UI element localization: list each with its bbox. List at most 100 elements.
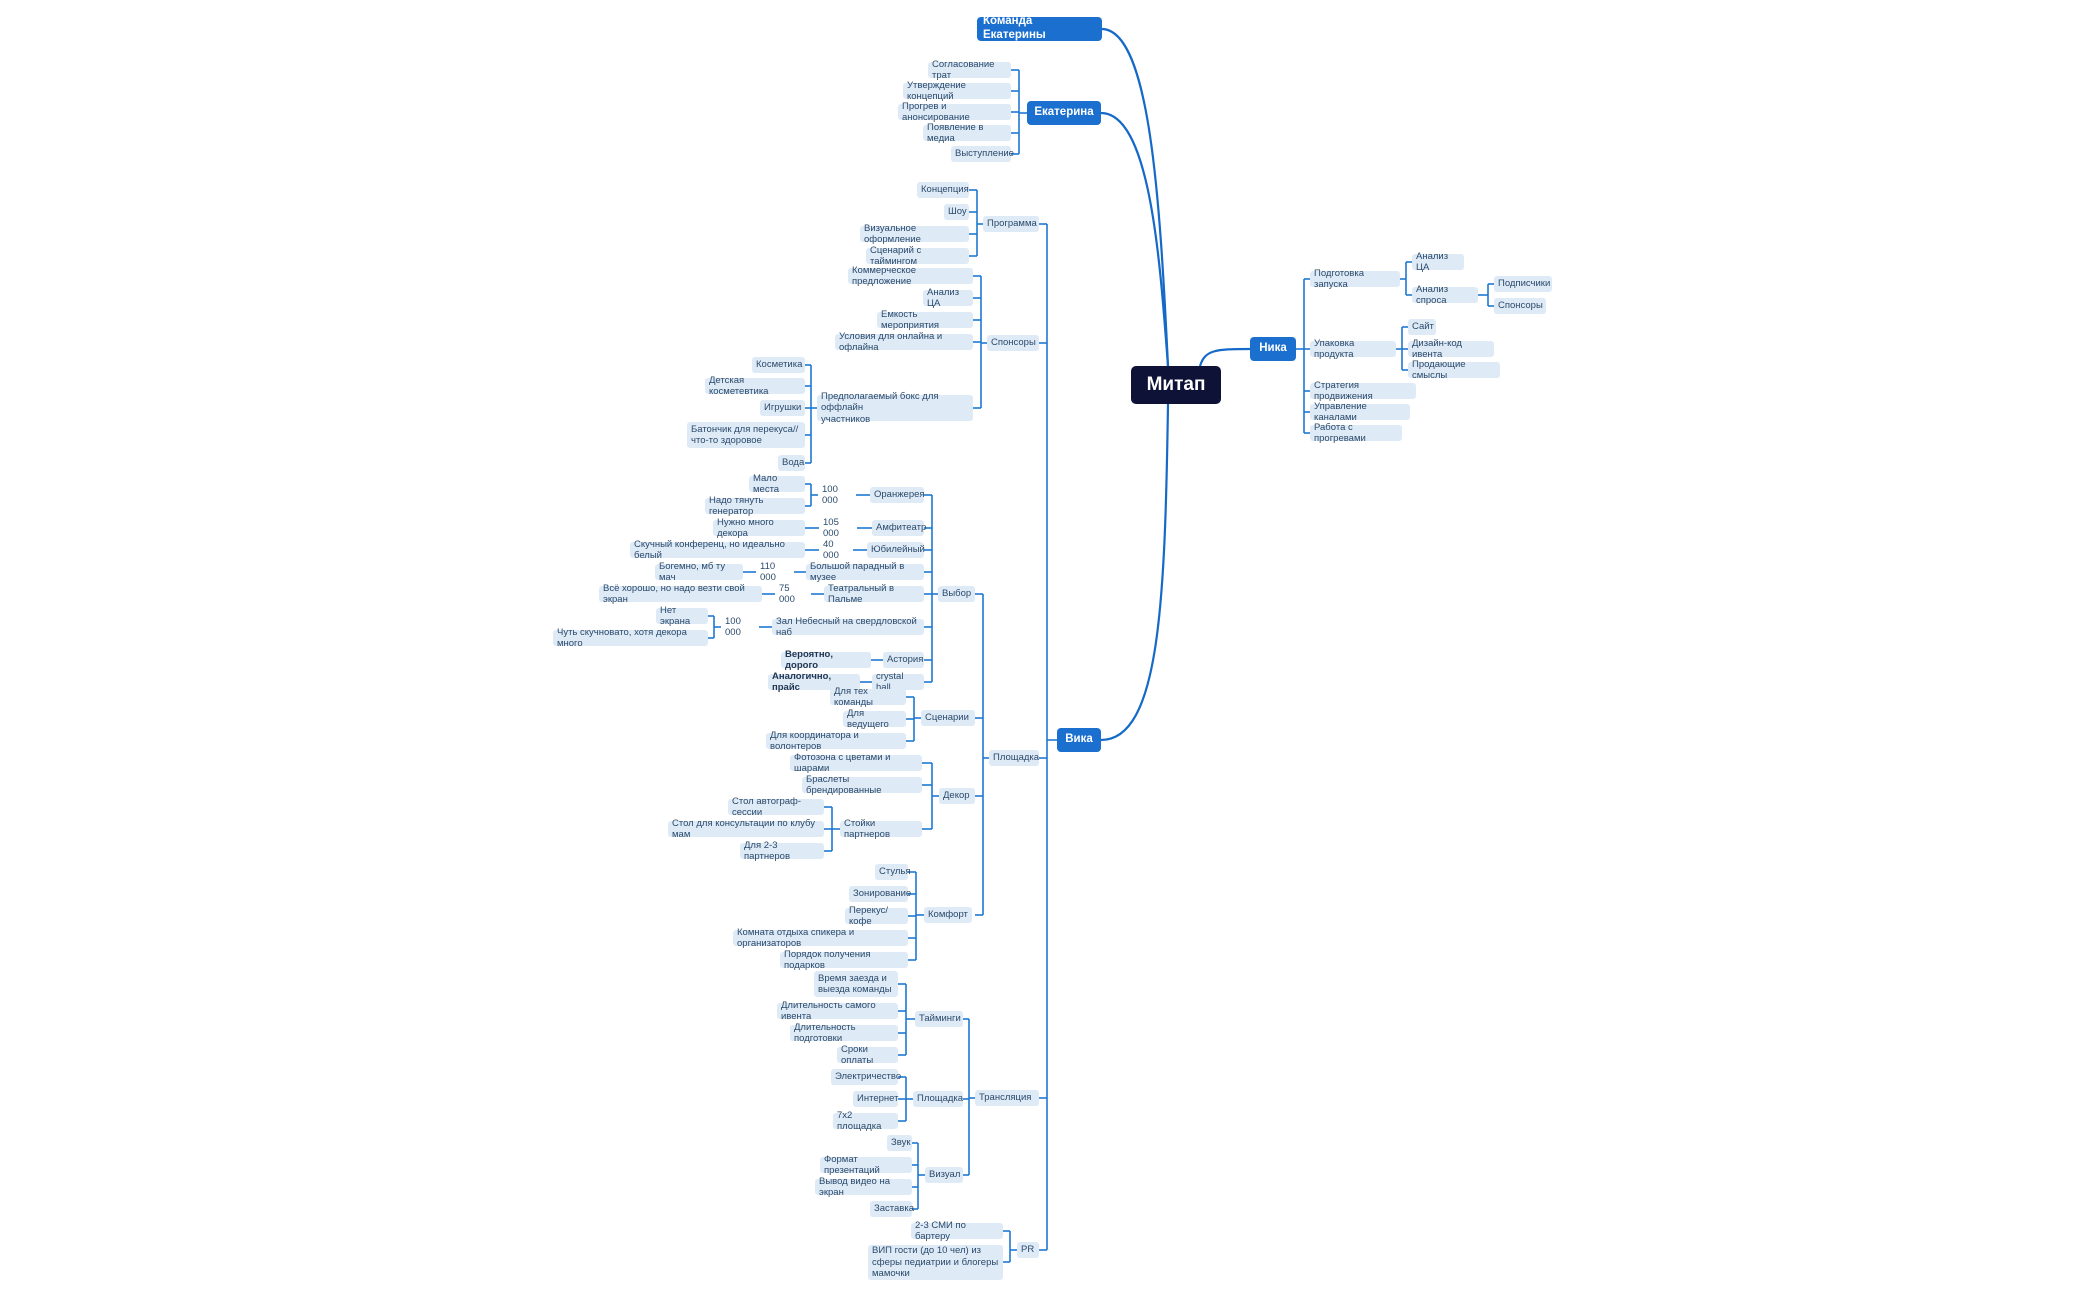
ekaterina-item[interactable]: Выступление (951, 146, 1014, 162)
nika-podgotovka[interactable]: Подготовка запуска (1310, 268, 1400, 290)
box-item[interactable]: Косметика (752, 357, 805, 373)
box-item[interactable]: Вода (778, 455, 805, 471)
sponsors-box[interactable]: Предполагаемый бокс для оффлайн участник… (817, 391, 973, 425)
ekaterina-item[interactable]: Появление в медиа (923, 122, 1011, 144)
branch-ekaterina[interactable]: Екатерина (1027, 101, 1101, 125)
komfort-item[interactable]: Стулья (875, 864, 911, 880)
komfort-item[interactable]: Порядок получения подарков (780, 949, 908, 971)
programma-item[interactable]: Сценарий с таймингом (866, 245, 969, 267)
scenarii-item[interactable]: Для тех команды (830, 686, 906, 708)
taimingi-item[interactable]: Время заезда и выезда команды (814, 971, 898, 997)
venue-note[interactable]: Аналогично, прайс (768, 671, 860, 693)
venue-crystal[interactable]: crystal hall (872, 671, 924, 693)
tr-ploshadka-item[interactable]: Интернет (853, 1091, 898, 1107)
tr-ploshadka-item[interactable]: 7х2 площадка (833, 1110, 898, 1132)
ploshadka-komfort[interactable]: Комфорт (924, 907, 972, 923)
venue-price: 75 000 (779, 582, 795, 605)
tr-ploshadka-item[interactable]: Электричество (831, 1069, 901, 1085)
root-node[interactable]: Митап (1131, 366, 1221, 404)
branch-komanda[interactable]: Команда Екатерины (977, 15, 1102, 41)
nika-dizain[interactable]: Дизайн-код ивента (1408, 338, 1494, 360)
translyaciya-vizual[interactable]: Визуал (925, 1167, 963, 1183)
nika-sait[interactable]: Сайт (1408, 319, 1436, 335)
programma-item[interactable]: Визуальное оформление (860, 223, 969, 245)
vika-ploshadka[interactable]: Площадка (989, 750, 1039, 766)
sponsors-kp[interactable]: Коммерческое предложение (848, 265, 973, 287)
stoiki-item[interactable]: Для 2-3 партнеров (740, 840, 824, 862)
connector-line (1100, 111, 1170, 367)
venue-price: 105 000 (823, 516, 839, 539)
komfort-item[interactable]: Перекус/кофе (845, 905, 908, 927)
sponsors-analiz[interactable]: Анализ ЦА (923, 287, 973, 309)
venue-note[interactable]: Вероятно, дорого (781, 649, 871, 671)
nika-strategiya[interactable]: Стратегия продвижения (1310, 380, 1416, 402)
venue-note[interactable]: Нужно много декора (713, 517, 805, 539)
nika-kanaly[interactable]: Управление каналами (1310, 401, 1410, 423)
programma-item[interactable]: Концепция (917, 182, 969, 198)
nika-analiz-ca[interactable]: Анализ ЦА (1412, 251, 1464, 273)
venue-note[interactable]: Чуть скучновато, хотя декора много (553, 627, 708, 649)
venue-note[interactable]: Мало места (749, 473, 805, 495)
venue-astoriya[interactable]: Астория (883, 652, 924, 668)
taimingi-item[interactable]: Длительность подготовки (790, 1022, 898, 1044)
venue-yubileiny[interactable]: Юбилейный (867, 542, 925, 558)
vizual-item[interactable]: Вывод видео на экран (815, 1176, 912, 1198)
scenarii-item[interactable]: Для координатора и волонтеров (766, 730, 906, 752)
vika-translyaciya[interactable]: Трансляция (975, 1090, 1039, 1106)
stoiki-item[interactable]: Стол автограф-сессии (728, 796, 824, 818)
venue-muzei[interactable]: Большой парадный в музее (806, 561, 924, 583)
vizual-item[interactable]: Звук (887, 1135, 912, 1151)
pr-item[interactable]: ВИП гости (до 10 чел) из сферы педиатрии… (868, 1245, 1003, 1280)
nika-analiz-sprosa[interactable]: Анализ спроса (1412, 284, 1478, 306)
nika-upakovka[interactable]: Упаковка продукта (1310, 338, 1396, 360)
komfort-item[interactable]: Комната отдыха спикера и организаторов (733, 927, 908, 949)
venue-note[interactable]: Всё хорошо, но надо везти свой экран (599, 583, 762, 605)
komfort-item[interactable]: Зонирование (849, 886, 911, 902)
nika-sponsory[interactable]: Спонсоры (1494, 298, 1546, 314)
ploshadka-dekor[interactable]: Декор (939, 788, 975, 804)
ekaterina-item[interactable]: Прогрев и анонсирование (898, 101, 1011, 123)
ploshadka-scenarii[interactable]: Сценарии (921, 710, 975, 726)
scenarii-item[interactable]: Для ведущего (843, 708, 906, 730)
translyaciya-ploshadka[interactable]: Площадка (913, 1091, 963, 1107)
dekor-item[interactable]: Фотозона с цветами и шарами (790, 752, 922, 774)
venue-oranzhereya[interactable]: Оранжерея (870, 487, 925, 503)
ekaterina-item[interactable]: Согласование трат (928, 59, 1011, 81)
dekor-stoiki[interactable]: Стойки партнеров (840, 818, 922, 840)
connector-line (1100, 403, 1170, 742)
box-item[interactable]: Игрушки (760, 400, 805, 416)
venue-nebesny[interactable]: Зал Небесный на свердловской наб (772, 616, 924, 638)
box-item[interactable]: Батончик для перекуса// что-то здоровое (687, 422, 805, 448)
programma-item[interactable]: Шоу (944, 204, 969, 220)
venue-note[interactable]: Нет экрана (656, 605, 708, 627)
nika-progrevy[interactable]: Работа с прогревами (1310, 422, 1402, 444)
vika-programma[interactable]: Программа (983, 216, 1039, 232)
taimingi-item[interactable]: Длительность самого ивента (777, 1000, 898, 1022)
ekaterina-item[interactable]: Утверждение концепций (903, 80, 1011, 102)
nika-smysly[interactable]: Продающие смыслы (1408, 359, 1500, 381)
connector-line (1198, 347, 1251, 367)
vika-pr[interactable]: PR (1017, 1242, 1039, 1258)
pr-item[interactable]: 2-3 СМИ по бартеру (911, 1220, 1003, 1242)
venue-price: 100 000 (725, 615, 741, 638)
translyaciya-taimingi[interactable]: Тайминги (915, 1011, 963, 1027)
vizual-item[interactable]: Заставка (870, 1201, 914, 1217)
dekor-item[interactable]: Браслеты брендированные (802, 774, 922, 796)
box-item[interactable]: Детская косметевтика (705, 375, 805, 397)
nika-podpischiki[interactable]: Подписчики (1494, 276, 1552, 292)
venue-note[interactable]: Надо тянуть генератор (705, 495, 805, 517)
venue-amfiteatr[interactable]: Амфитеатр (872, 520, 926, 536)
vizual-item[interactable]: Формат презентаций (820, 1154, 912, 1176)
sponsors-emkost[interactable]: Емкость мероприятия (877, 309, 973, 331)
branch-nika[interactable]: Ника (1250, 337, 1296, 361)
stoiki-item[interactable]: Стол для консультации по клубу мам (668, 818, 824, 840)
venue-teatralny[interactable]: Театральный в Пальме (824, 583, 924, 605)
venue-note[interactable]: Скучный конференц, но идеально белый (630, 539, 805, 561)
ploshadka-vybor[interactable]: Выбор (938, 586, 975, 602)
vika-sponsors[interactable]: Спонсоры (987, 335, 1039, 351)
venue-note[interactable]: Богемно, мб ту мач (655, 561, 743, 583)
branch-vika[interactable]: Вика (1057, 728, 1101, 752)
sponsors-usloviya[interactable]: Условия для онлайна и офлайна (835, 331, 973, 353)
taimingi-item[interactable]: Сроки оплаты (837, 1044, 898, 1066)
